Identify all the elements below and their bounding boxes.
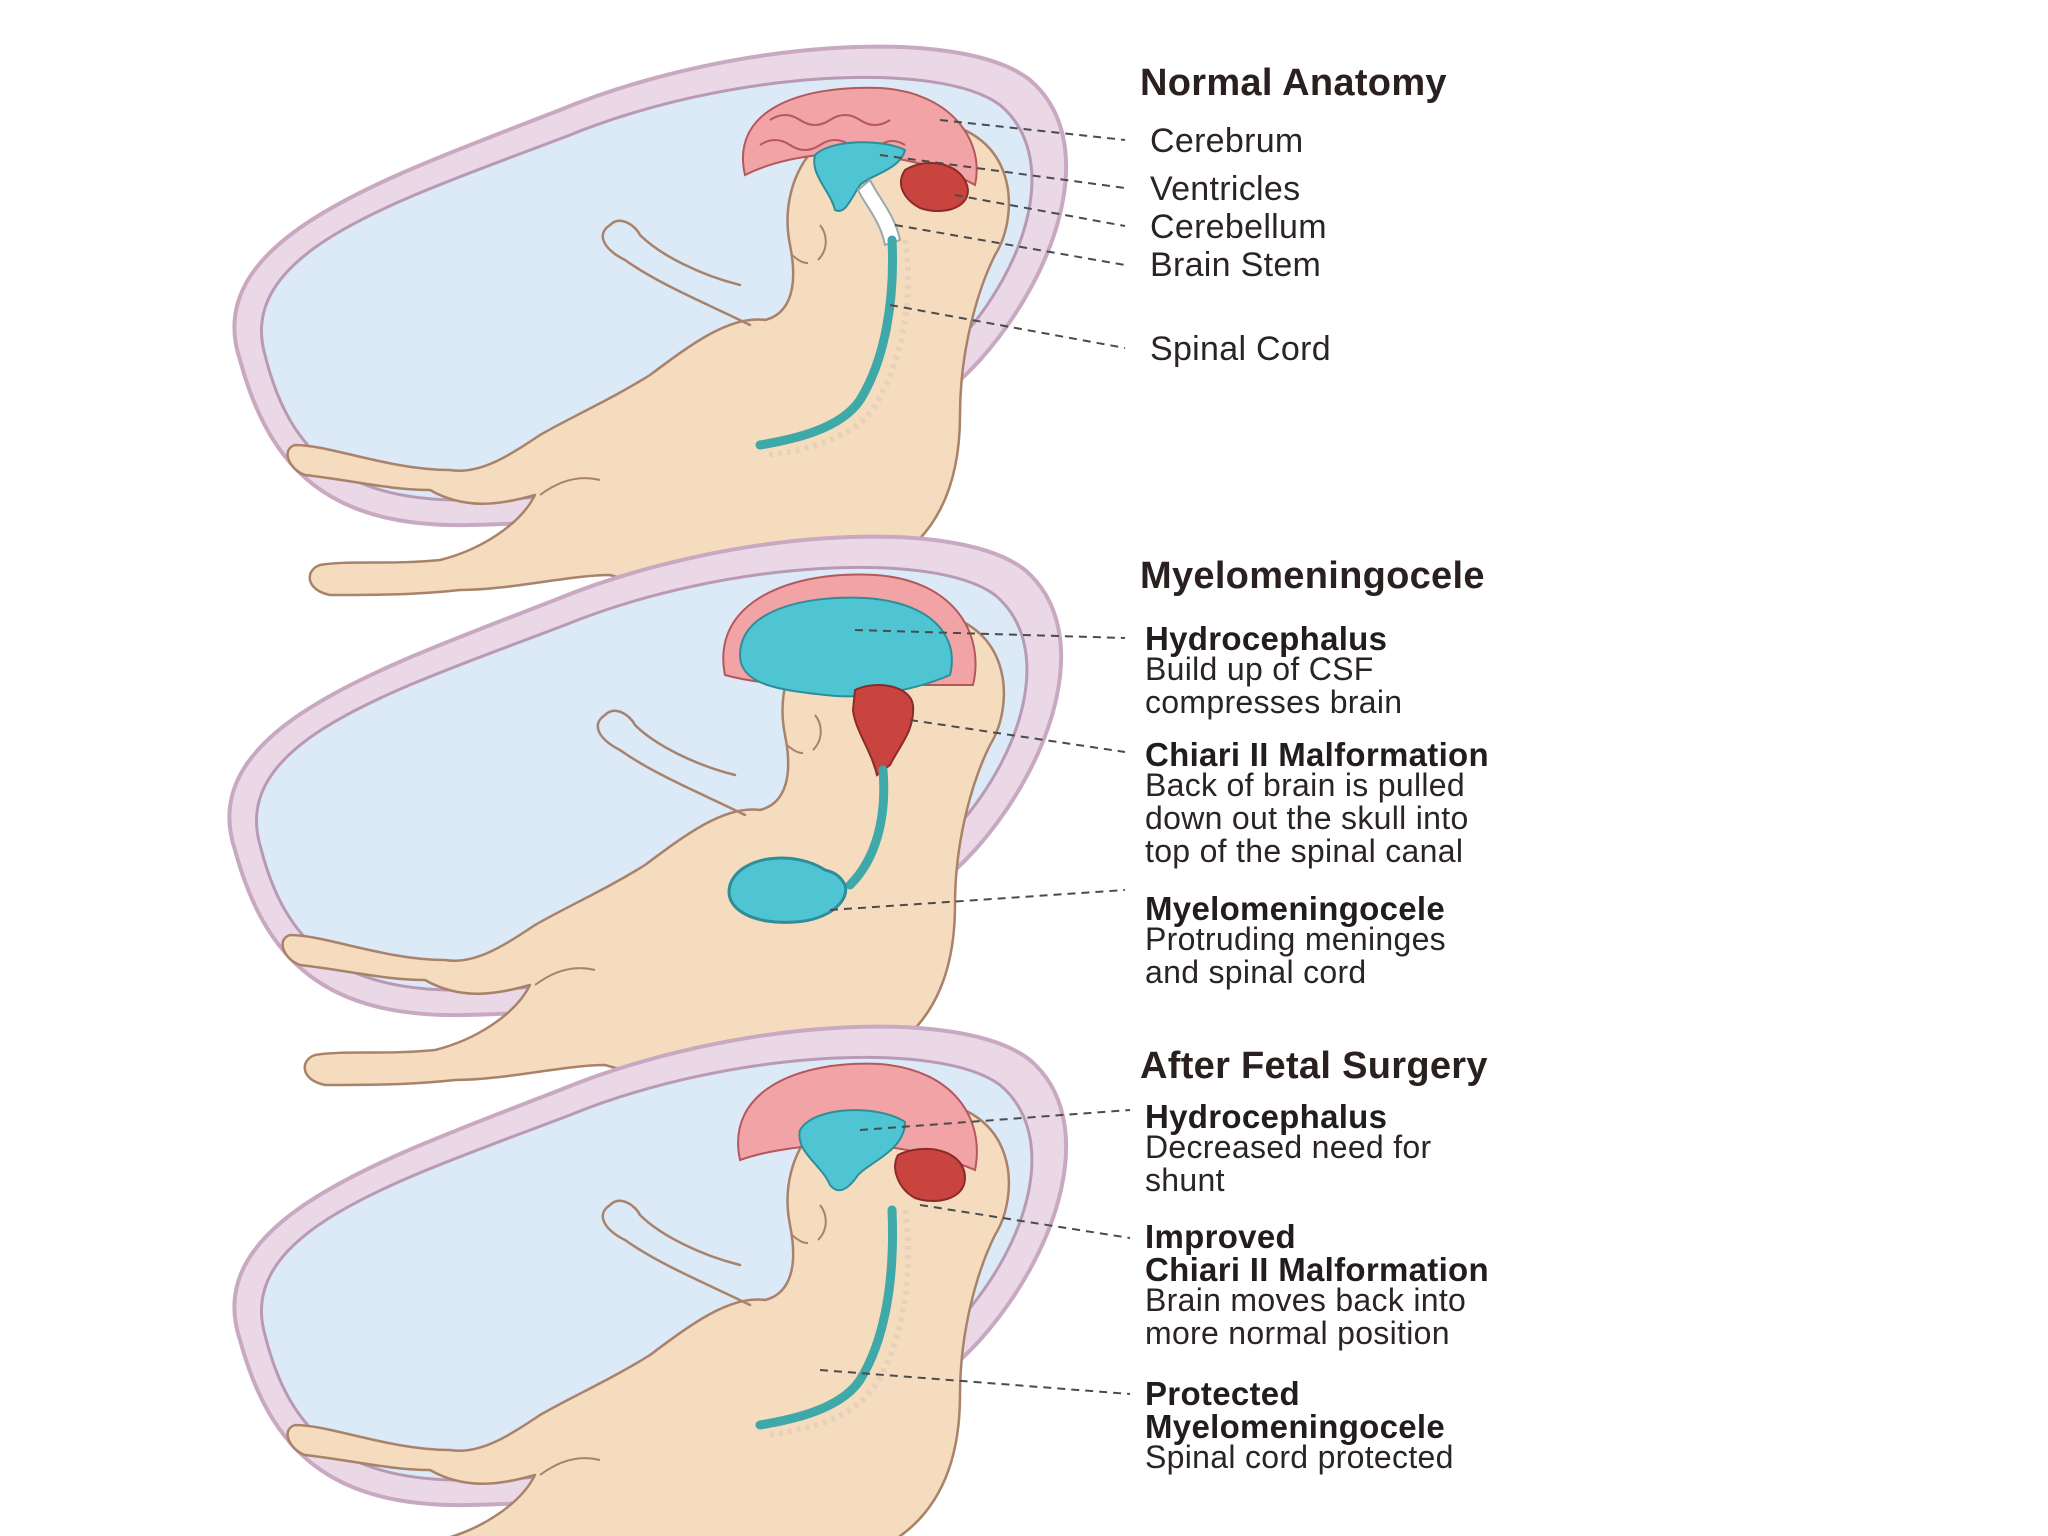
- chiari-malformation: [851, 684, 915, 777]
- label-cerebrum: Cerebrum: [1150, 122, 1304, 160]
- ventricles: [798, 1109, 907, 1192]
- label-hydrocephalus-desc-1: Build up of CSF: [1145, 651, 1374, 687]
- leader-lines: [819, 1109, 1131, 1395]
- label-improved-desc-2: more normal position: [1145, 1315, 1450, 1351]
- label-chiari-heading: Chiari II Malformation: [1145, 736, 1489, 773]
- ventricles: [813, 141, 907, 212]
- label-brain-stem: Brain Stem: [1150, 246, 1322, 284]
- label-hydrocephalus-after-desc-1: Decreased need for: [1145, 1129, 1432, 1165]
- label-protected-desc-1: Spinal cord protected: [1145, 1439, 1454, 1475]
- label-chiari-desc-3: top of the spinal canal: [1145, 833, 1464, 869]
- label-myelomeningocele-desc-2: and spinal cord: [1145, 954, 1367, 990]
- panel-myelomeningocele-illustration: [227, 534, 1126, 1087]
- label-spinal-cord: Spinal Cord: [1150, 330, 1331, 368]
- label-improved-desc-1: Brain moves back into: [1145, 1282, 1467, 1318]
- label-myelomeningocele-heading: Myelomeningocele: [1145, 890, 1446, 927]
- cerebellum: [894, 1147, 967, 1202]
- label-chiari-desc-1: Back of brain is pulled: [1145, 767, 1465, 803]
- panel-title-normal-anatomy: Normal Anatomy: [1140, 62, 1447, 104]
- label-hydrocephalus-after-desc-2: shunt: [1145, 1162, 1225, 1198]
- label-improved-heading-1: Improved: [1145, 1218, 1296, 1255]
- label-myelomeningocele-desc-1: Protruding meninges: [1145, 921, 1446, 957]
- panel-after-fetal-surgery-illustration: [232, 1024, 1131, 1536]
- hydrocephalus-enlarged-ventricles: [738, 596, 953, 698]
- panel-title-after-fetal-surgery: After Fetal Surgery: [1140, 1045, 1488, 1087]
- panel-normal-anatomy-illustration: [232, 44, 1126, 597]
- label-ventricles: Ventricles: [1150, 170, 1301, 208]
- spinal-cord: [755, 235, 897, 450]
- spinal-cord: [755, 1205, 897, 1430]
- label-protected-heading-2: Myelomeningocele: [1145, 1408, 1446, 1445]
- label-improved-heading-2: Chiari II Malformation: [1145, 1251, 1489, 1288]
- panel-title-myelomeningocele: Myelomeningocele: [1140, 555, 1485, 597]
- leader-lines: [829, 629, 1126, 911]
- label-protected-heading-1: Protected: [1145, 1375, 1300, 1412]
- myelomeningocele-sac: [727, 856, 848, 924]
- label-cerebellum: Cerebellum: [1150, 208, 1327, 246]
- label-hydrocephalus-desc-2: compresses brain: [1145, 684, 1403, 720]
- label-hydrocephalus-after-heading: Hydrocephalus: [1145, 1098, 1388, 1135]
- leader-lines: [879, 119, 1126, 349]
- label-chiari-desc-2: down out the skull into: [1145, 800, 1469, 836]
- spinal-cord: [845, 765, 889, 890]
- label-hydrocephalus-heading: Hydrocephalus: [1145, 620, 1388, 657]
